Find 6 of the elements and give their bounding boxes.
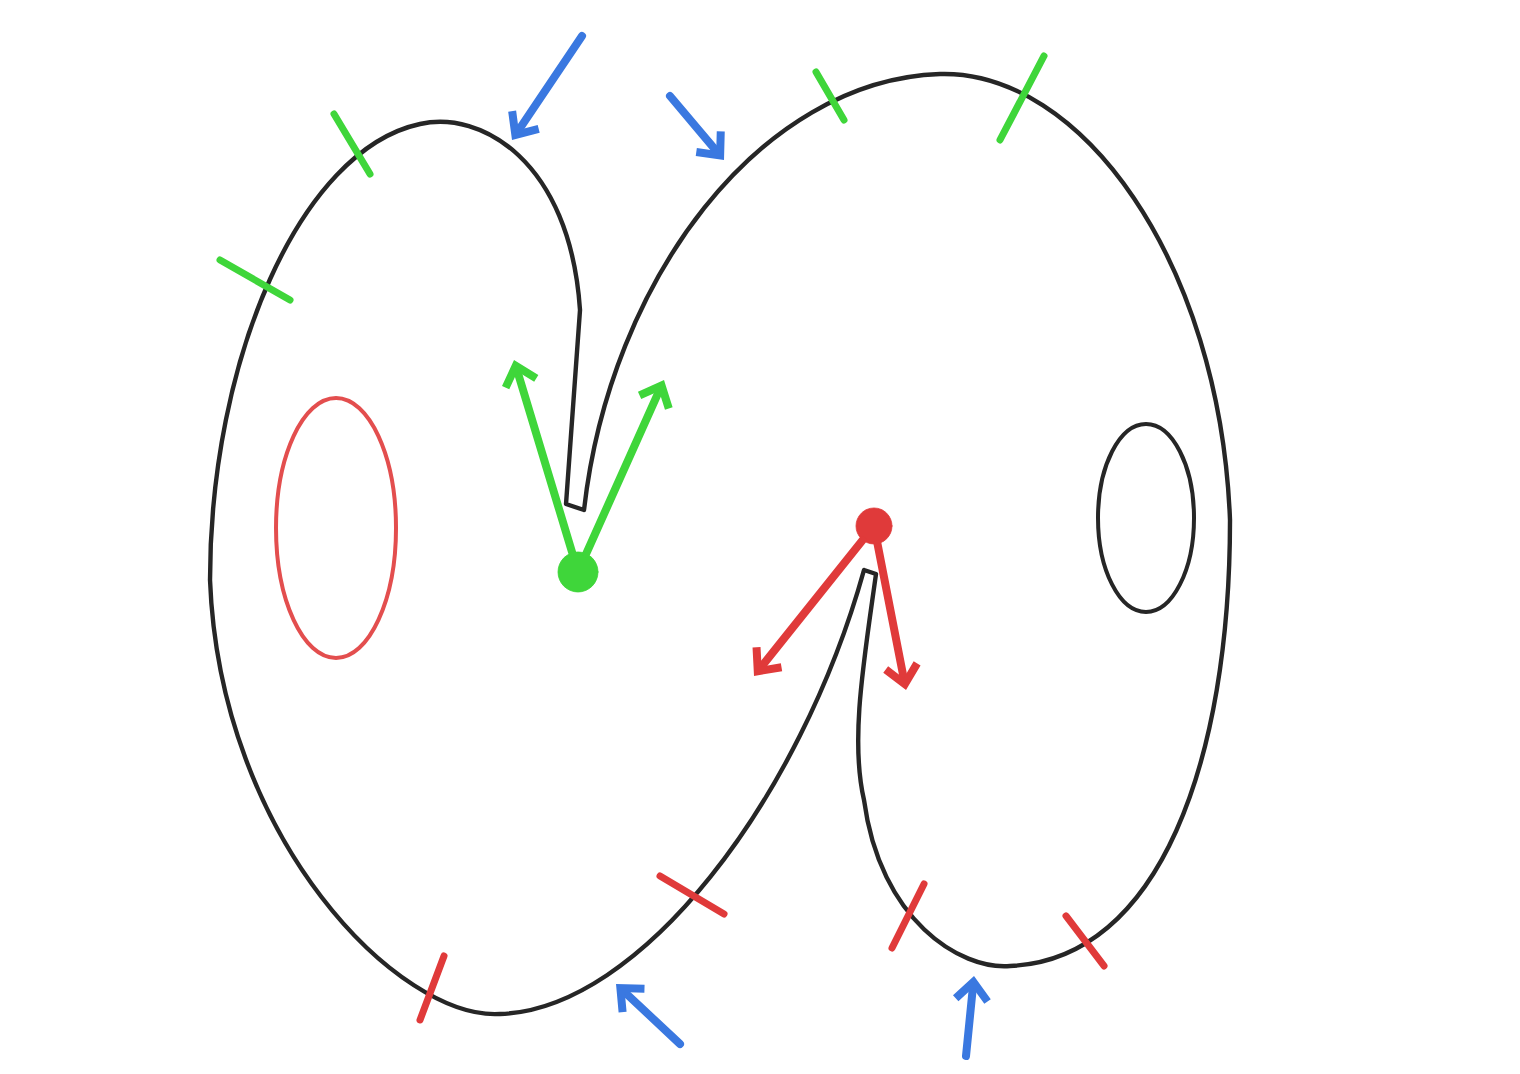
- dot: [855, 507, 893, 545]
- dot: [557, 551, 599, 593]
- arrow: [752, 536, 867, 676]
- arrow: [502, 360, 577, 557]
- arrow: [582, 380, 673, 558]
- arrow: [873, 540, 921, 690]
